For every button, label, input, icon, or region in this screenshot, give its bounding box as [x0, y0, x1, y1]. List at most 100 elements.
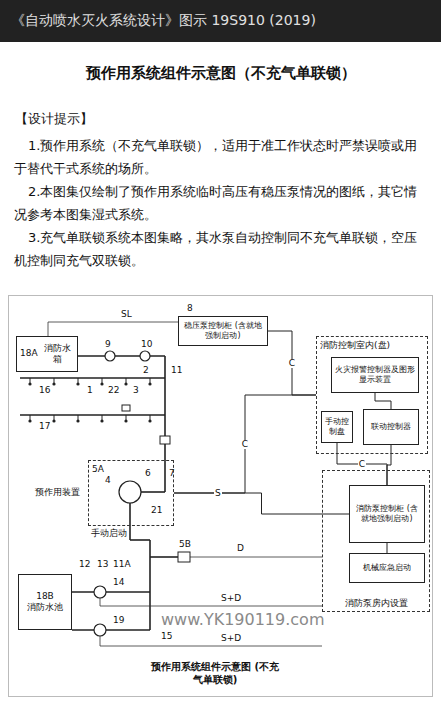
figure-caption: 预作用系统组件示意图 (不充气单联锁): [150, 660, 280, 686]
sprinkler-drop: [54, 378, 55, 383]
pump-room: 消防泵房内设置消防泵控制柜 (含就地强制启动)机械应急启动: [322, 470, 430, 612]
fire-pump: [94, 586, 106, 598]
callout-number: 手动启动: [90, 529, 128, 538]
callout-number: 2: [142, 366, 150, 375]
sprinkler-drop: [30, 378, 31, 383]
water-pipe: [72, 629, 150, 631]
note-text: 【设计提示】: [14, 112, 94, 125]
sprinkler-head: [52, 382, 55, 385]
page-title: 预作用系统组件示意图（不充气单联锁）: [0, 66, 441, 81]
sprinkler-head: [124, 382, 127, 385]
signal-line: [174, 395, 316, 493]
alarm-controller: 火灾报警控制器及图形显示装置: [331, 357, 419, 393]
signal-line: [387, 543, 388, 553]
water-pool: 18B消防水池: [18, 574, 72, 630]
node-label: 消防水池: [27, 602, 63, 613]
callout-number: 9: [104, 340, 112, 349]
sprinkler-drop: [150, 378, 151, 383]
sprinkler-drop: [150, 415, 151, 420]
callout-number: S+D: [220, 634, 242, 643]
water-pipe: [78, 355, 165, 357]
callout-number: 14: [112, 578, 125, 587]
callout-number: 1: [86, 386, 94, 395]
callout-number: 4: [104, 476, 112, 485]
callout-number: S+D: [220, 594, 242, 603]
sprinkler-drop: [102, 415, 103, 420]
callout-number: 11A: [112, 560, 132, 569]
wire-code: C: [288, 359, 296, 368]
sprinkler-head: [100, 382, 103, 385]
control-cabinet: 稳压泵控制柜 (含就地强制启动): [178, 316, 268, 346]
water-pipe: [130, 539, 150, 541]
callout-number: 19: [112, 616, 125, 625]
sprinkler-drop: [54, 415, 55, 420]
pump-cabinet: 消防泵控制柜 (含就地强制启动): [349, 485, 425, 543]
sprinkler-drop: [30, 415, 31, 420]
control-room: 消防控制室内(盘)火灾报警控制器及图形显示装置手动控制盘联动控制器: [316, 336, 428, 454]
sprinkler-drop: [102, 378, 103, 383]
callout-number: 3: [132, 386, 140, 395]
signal-wire: [100, 636, 101, 646]
callout-number: 12: [78, 560, 91, 569]
deluge-valve: [119, 481, 141, 503]
water-pipe: [150, 556, 178, 558]
branch-valve: [122, 405, 130, 411]
callout-number: 10: [140, 340, 153, 349]
note-text: 3.充气单联锁系统本图集略，其水泵自动控制同不充气单联锁，空压机控制同充气双联锁…: [14, 226, 426, 272]
node-label: 消防水箱: [41, 343, 74, 366]
water-pipe: [141, 491, 165, 493]
water-pipe: [129, 503, 131, 540]
callout-number: 11: [170, 366, 183, 375]
wire-code: C: [358, 460, 366, 469]
callout-number: 5B: [178, 540, 192, 549]
signal-valve: [160, 436, 170, 444]
node-label: 机械应急启动: [363, 563, 411, 573]
water-pipe: [72, 591, 150, 593]
water-pipe: [164, 460, 166, 492]
pressure-switch: [178, 552, 190, 562]
sprinkler-head: [148, 419, 151, 422]
node-label: 手动控制盘: [325, 417, 349, 437]
preaction-device: 5A预作用装置: [88, 460, 174, 526]
water-tank: 18A消防水箱: [16, 336, 78, 372]
callout-number: 8: [186, 304, 194, 313]
manual-panel: 手动控制盘: [321, 411, 353, 443]
note-text: 2.本图集仅绘制了预作用系统临时高压有稳压泵情况的图纸，其它情况参考本图集湿式系…: [14, 180, 426, 226]
callout-number: 18A: [20, 348, 38, 359]
signal-wire: [48, 322, 178, 323]
sprinkler-head: [100, 419, 103, 422]
sprinkler-drop: [126, 378, 127, 383]
header-text: 《自动喷水灭火系统设计》图示 19S910 (2019): [10, 13, 317, 27]
stabilizer-pump: [105, 351, 115, 361]
node-label: 联动控制器: [371, 422, 411, 432]
signal-wire: [100, 606, 322, 607]
callout-number: 21: [150, 506, 163, 515]
callout-number: 13: [96, 560, 109, 569]
stabilizer-pump: [140, 351, 150, 361]
callout-number: 17: [38, 422, 51, 431]
sprinkler-drop: [126, 415, 127, 420]
fire-pump: [94, 624, 106, 636]
sprinkler-head: [28, 382, 31, 385]
mechanical-start: 机械应急启动: [349, 553, 425, 583]
wire-code: S: [214, 489, 222, 498]
callout-number: 7: [168, 469, 176, 478]
sprinkler-head: [76, 382, 79, 385]
signal-line: [375, 393, 391, 409]
node-label: 消防泵控制柜 (含就地强制启动): [353, 504, 421, 524]
watermark: www.YK190119.com: [160, 612, 325, 628]
wire-code: C: [241, 440, 249, 449]
signal-wire: [190, 557, 322, 558]
node-label: 火灾报警控制器及图形显示装置: [335, 365, 415, 385]
linkage-controller: 联动控制器: [363, 409, 419, 445]
callout-number: 16: [38, 386, 51, 395]
sprinkler-head: [52, 419, 55, 422]
node-label: 预作用装置: [35, 487, 80, 498]
sprinkler-drop: [78, 415, 79, 420]
signal-line: [387, 445, 391, 485]
callout-number: SL: [120, 310, 133, 319]
callout-number: 6: [144, 469, 152, 478]
water-pipe: [20, 377, 165, 379]
